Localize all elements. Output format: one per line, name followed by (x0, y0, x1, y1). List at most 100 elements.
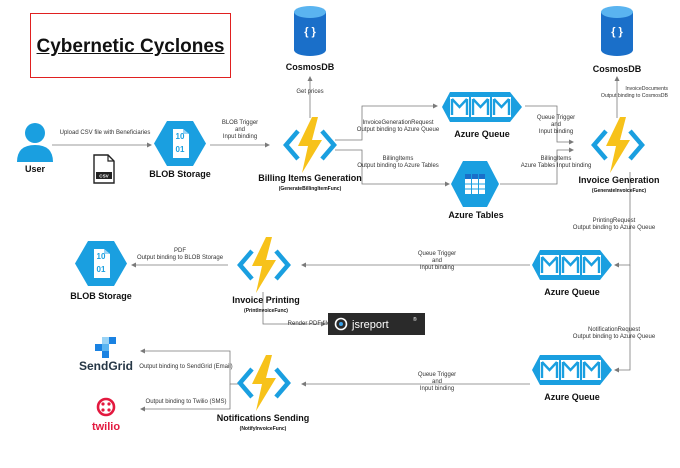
cosmos-glyph-1: { } (304, 26, 316, 38)
cosmos-glyph-2: { } (611, 26, 623, 38)
tables-label: Azure Tables (448, 210, 503, 220)
twilio-label: twilio (92, 421, 120, 433)
queue-label-1: Azure Queue (454, 129, 510, 139)
jsreport-icon (334, 317, 348, 331)
edge-label-invoice-docs-1: InvoiceDocuments (625, 86, 668, 92)
edge-notification-request-line (616, 265, 631, 371)
edge-label-notification-request-2: Output binding to Azure Queue (573, 334, 656, 340)
invoice-print-sub: (PrintInvoiceFunc) (244, 308, 288, 314)
notifications-node: Notifications Sending (NotifyInvoiceFunc… (217, 355, 310, 432)
blob-digits-bottom: 01 (176, 145, 185, 154)
diagram-title: Cybernetic Cyclones (36, 36, 225, 57)
edge-label-get-prices: Get prices (296, 89, 323, 95)
jsreport-label: jsreport (351, 319, 389, 331)
queue-node-3: Azure Queue (530, 353, 614, 402)
function-icon (240, 237, 288, 293)
edge-label-printing-request-2: Output binding to Azure Queue (573, 225, 656, 231)
function-icon (594, 117, 642, 173)
invoice-generation-node: Invoice Generation (GenerateInvoiceFunc) (578, 117, 660, 194)
invoice-printing-node: Invoice Printing (PrintInvoiceFunc) (232, 237, 300, 314)
notify-title: Notifications Sending (217, 413, 310, 423)
jsreport-mark: ® (413, 316, 417, 323)
queue-icon (530, 353, 614, 387)
jsreport-node: jsreport ® (328, 313, 425, 335)
blob-storage-node-2: 10 01 BLOB Storage (70, 241, 132, 301)
function-icon (240, 355, 288, 411)
edge-label-billing-items-in-2: Azure Tables Input binding (521, 163, 592, 169)
invoice-gen-title: Invoice Generation (578, 175, 659, 185)
edge-labels: Upload CSV file with Beneficiaries BLOB … (60, 86, 669, 405)
user-node: User (17, 123, 53, 174)
invoice-print-title: Invoice Printing (232, 295, 300, 305)
edge-label-blob-trigger-2: and (235, 127, 245, 133)
csv-file-icon: CSV (93, 154, 115, 184)
edge-label-queue-trigger-1c: Input binding (539, 129, 573, 135)
edge-label-blob-trigger-1: BLOB Trigger (222, 120, 258, 126)
edge-render-pdf-line (262, 292, 324, 325)
edge-billing-items-out-line (335, 149, 448, 185)
edge-label-invoice-request-1: InvoiceGenerationRequest (362, 120, 433, 126)
edge-label-upload: Upload CSV file with Beneficiaries (60, 130, 151, 136)
edge-queue-trigger-1-line (525, 105, 572, 143)
user-icon (25, 123, 45, 143)
cosmos-node-2: { } CosmosDB (593, 6, 642, 74)
blob-digits-top: 10 (97, 252, 106, 261)
queue-label-3: Azure Queue (544, 392, 600, 402)
edge-label-queue-trigger-3b: and (432, 379, 442, 385)
title-box: Cybernetic Cyclones (30, 13, 231, 78)
sendgrid-icon (95, 337, 116, 358)
edge-label-queue-trigger-3a: Queue Trigger (418, 372, 456, 378)
csv-badge: CSV (99, 174, 109, 179)
edge-label-notification-request-1: NotificationRequest (588, 327, 640, 333)
blob-storage-label-2: BLOB Storage (70, 291, 132, 301)
edge-label-blob-trigger-3: Input binding (223, 134, 257, 140)
edge-label-billing-items-in-1: BillingItems (541, 156, 572, 162)
cosmos-node-1: { } CosmosDB (286, 6, 335, 72)
edge-label-queue-trigger-1b: and (551, 122, 561, 128)
blob-digits-bottom: 01 (97, 265, 106, 274)
sendgrid-label: SendGrid (79, 359, 133, 373)
queue-icon (530, 248, 614, 282)
billing-function-node: Billing Items Generation (GenerateBillin… (258, 117, 362, 192)
cosmos-label-1: CosmosDB (286, 62, 335, 72)
jsreport-logo (328, 313, 425, 335)
edge-label-sendgrid: Output binding to SendGrid (Email) (139, 364, 232, 370)
blob-storage-icon (75, 241, 127, 286)
billing-title: Billing Items Generation (258, 173, 362, 183)
function-icon (286, 117, 334, 173)
edge-label-billing-items-out-2: Output binding to Azure Tables (357, 163, 439, 169)
edge-sendgrid-line (142, 350, 240, 385)
queue-icon (440, 90, 524, 124)
user-label: User (25, 164, 46, 174)
edge-label-render-pdf: Render PDF file (288, 321, 331, 327)
blob-storage-label-1: BLOB Storage (149, 169, 211, 179)
blob-digits-top: 10 (176, 132, 185, 141)
queue-node-1: Azure Queue (440, 90, 524, 139)
edge-label-pdf-1: PDF (174, 248, 186, 254)
edge-label-queue-trigger-2a: Queue Trigger (418, 251, 456, 257)
tables-node: Azure Tables (448, 161, 504, 220)
billing-sub: (GenerateBillingItemFunc) (279, 186, 342, 192)
edge-label-invoice-docs-2: Output binding to CosmosDB (601, 93, 669, 99)
edge-invoice-request-line (335, 105, 436, 141)
queue-node-2: Azure Queue (530, 248, 614, 297)
edge-billing-items-in-line (500, 149, 572, 185)
notify-sub: (NotifyInvoiceFunc) (240, 426, 287, 432)
edge-label-queue-trigger-2c: Input binding (420, 265, 454, 271)
edge-label-twilio: Output binding to Twilio (SMS) (146, 399, 227, 405)
edge-label-printing-request-1: PrintingRequest (593, 218, 636, 224)
edge-label-queue-trigger-3c: Input binding (420, 386, 454, 392)
sendgrid-node: SendGrid (79, 337, 133, 373)
twilio-node: twilio (92, 397, 120, 433)
blob-storage-icon (154, 121, 206, 166)
invoice-gen-sub: (GenerateInvoiceFunc) (592, 188, 647, 194)
edge-label-billing-items-out-1: BillingItems (383, 156, 414, 162)
queue-label-2: Azure Queue (544, 287, 600, 297)
connectors (52, 76, 631, 412)
twilio-icon (96, 397, 116, 417)
edge-label-invoice-request-2: Output binding to Azure Queue (357, 127, 440, 133)
edge-twilio-line (142, 384, 231, 410)
blob-storage-node-1: 10 01 BLOB Storage (149, 121, 211, 179)
